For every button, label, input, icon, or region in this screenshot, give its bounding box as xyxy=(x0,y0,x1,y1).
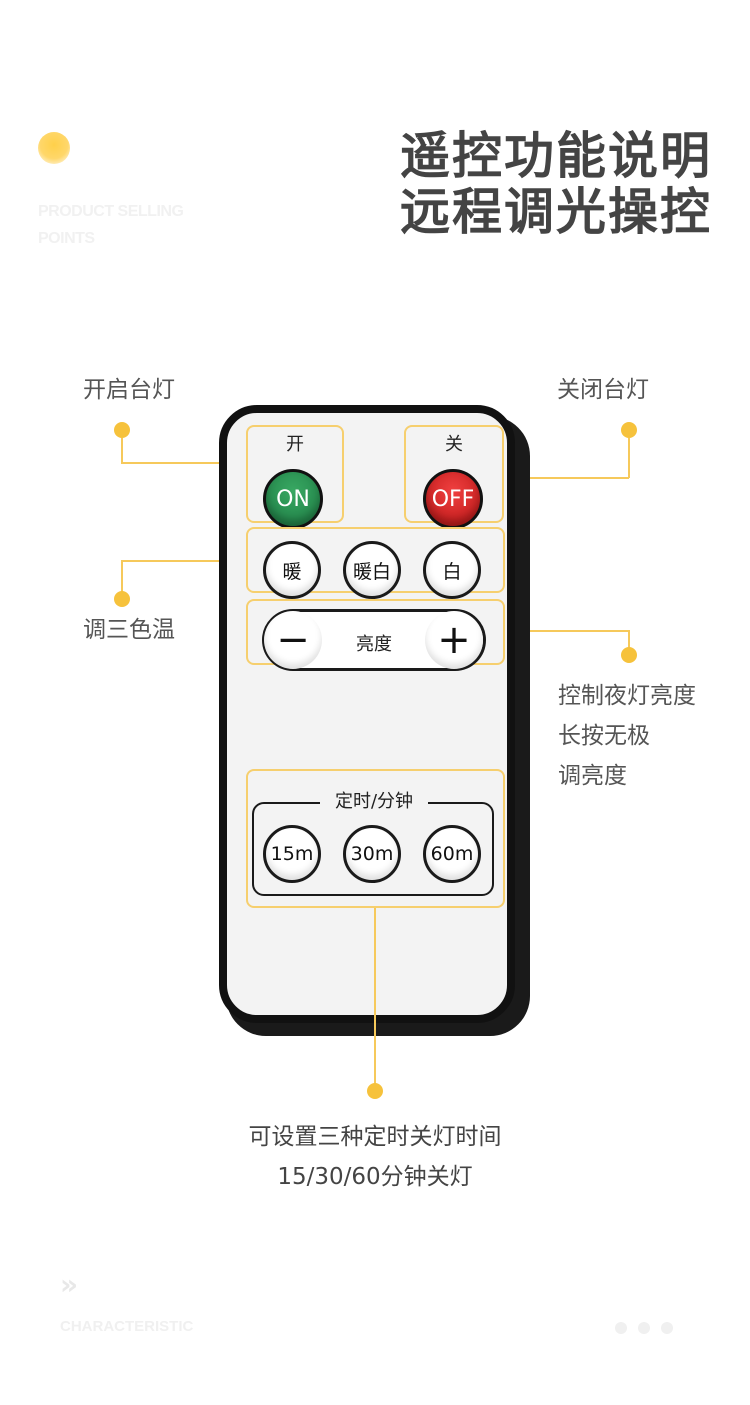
callout-temp-line xyxy=(121,560,123,592)
minus-icon: − xyxy=(276,617,310,663)
on-button-label: ON xyxy=(276,486,310,512)
callout-off-label: 关闭台灯 xyxy=(557,377,649,403)
title-line-2: 远程调光操控 xyxy=(400,183,712,241)
callout-timer-line xyxy=(374,908,376,1084)
chevron-right-icon: » xyxy=(60,1268,78,1301)
page-title: 遥控功能说明 远程调光操控 xyxy=(400,128,712,240)
callout-bright-line xyxy=(628,630,630,648)
timer-30-button[interactable]: 30m xyxy=(343,825,401,883)
subtitle-line-2: POINTS xyxy=(38,230,95,247)
callout-off-dot xyxy=(621,422,637,438)
pager-dot-3 xyxy=(661,1322,673,1334)
timer-title: 定时/分钟 xyxy=(320,790,428,814)
callout-temp-dot xyxy=(114,591,130,607)
bright-line-1: 控制夜灯亮度 xyxy=(558,683,696,709)
brightness-minus-button[interactable]: − xyxy=(264,611,322,669)
off-button-label: OFF xyxy=(431,486,475,512)
title-line-1: 遥控功能说明 xyxy=(400,127,712,185)
callout-on-dot xyxy=(114,422,130,438)
on-group-label: 开 xyxy=(286,434,304,455)
brightness-label: 亮度 xyxy=(356,634,392,655)
timer-15-button[interactable]: 15m xyxy=(263,825,321,883)
off-group-label: 关 xyxy=(445,434,463,455)
timer-60-label: 60m xyxy=(430,843,474,865)
callout-bright-label: 控制夜灯亮度 长按无极 调亮度 xyxy=(558,676,696,796)
plus-icon: + xyxy=(437,617,471,663)
timer-60-button[interactable]: 60m xyxy=(423,825,481,883)
callout-on-line xyxy=(121,438,123,463)
brightness-plus-button[interactable]: + xyxy=(425,611,483,669)
callout-timer-text: 可设置三种定时关灯时间 15/30/60分钟关灯 xyxy=(0,1117,750,1197)
callout-off-line xyxy=(628,438,630,478)
bright-line-3: 调亮度 xyxy=(558,763,627,789)
pager-dot-2 xyxy=(638,1322,650,1334)
off-button[interactable]: OFF xyxy=(423,469,483,529)
timer-text-line-1: 可设置三种定时关灯时间 xyxy=(248,1124,502,1150)
timer-30-label: 30m xyxy=(350,843,394,865)
callout-temp-label: 调三色温 xyxy=(83,617,175,643)
white-button-label: 白 xyxy=(442,560,462,583)
white-button[interactable]: 白 xyxy=(423,541,481,599)
timer-15-label: 15m xyxy=(270,843,314,865)
on-button[interactable]: ON xyxy=(263,469,323,529)
warm-button-label: 暖 xyxy=(282,560,302,583)
timer-text-line-2: 15/30/60分钟关灯 xyxy=(277,1164,473,1190)
header-subtitle: PRODUCT SELLING POINTS xyxy=(38,198,238,252)
warm-button[interactable]: 暖 xyxy=(263,541,321,599)
characteristic-label: CHARACTERISTIC xyxy=(60,1318,194,1335)
header-accent-dot xyxy=(38,132,70,164)
callout-temp-line-h xyxy=(121,560,247,562)
callout-off-line-h xyxy=(504,477,629,479)
callout-timer-dot xyxy=(367,1083,383,1099)
callout-on-line-h xyxy=(121,462,247,464)
warm-white-button-label: 暖白 xyxy=(352,560,391,583)
callout-on-label: 开启台灯 xyxy=(83,377,175,403)
warm-white-button[interactable]: 暖白 xyxy=(343,541,401,599)
callout-bright-dot xyxy=(621,647,637,663)
subtitle-line-1: PRODUCT SELLING xyxy=(38,203,184,220)
bright-line-2: 长按无极 xyxy=(558,723,650,749)
pager-dot-1 xyxy=(615,1322,627,1334)
callout-bright-line-h xyxy=(504,630,629,632)
timer-highlight xyxy=(246,769,505,908)
